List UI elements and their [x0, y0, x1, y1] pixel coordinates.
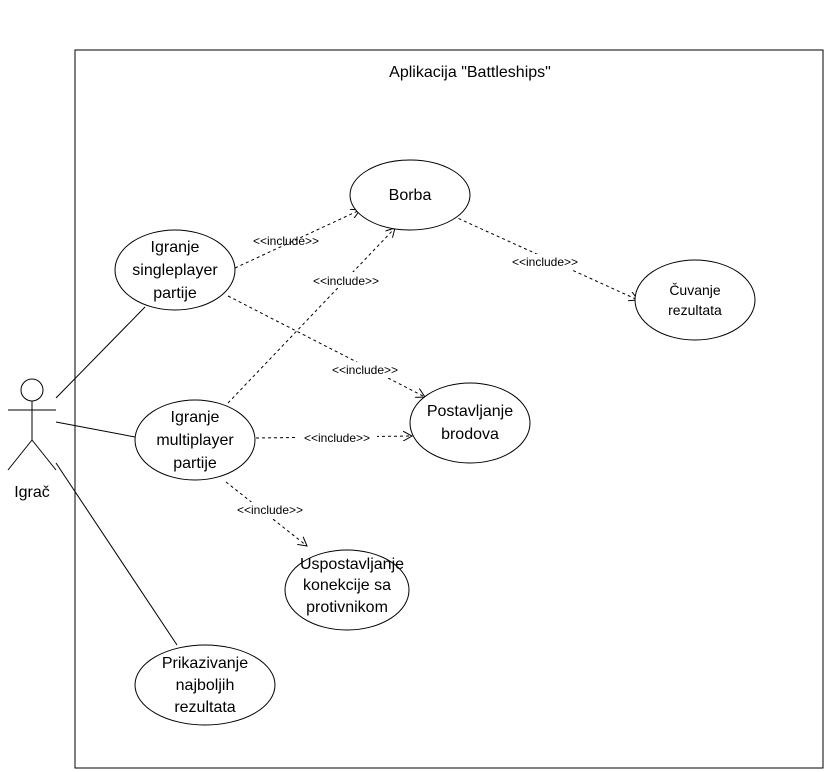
use-case-label-line: Igranje — [171, 409, 220, 426]
actor-igrac: Igrač — [7, 378, 57, 501]
association-prikazivanje — [55, 462, 178, 646]
use-case-label-line: Postavljanje — [427, 403, 513, 420]
association-multiplayer — [55, 421, 136, 438]
include-label: <<include>> — [313, 274, 379, 288]
include-multi-postavljanje: <<include>> — [255, 430, 412, 446]
use-case-borba: Borba — [349, 159, 471, 231]
use-case-singleplayer: Igranje singleplayer partije — [114, 229, 236, 311]
use-case-uspostavljanje: Uspostavljanje konekcije sa protivnikom — [284, 549, 410, 631]
include-multi-borba: <<include>> — [227, 228, 395, 404]
include-label-bg — [505, 254, 585, 270]
actor-head — [20, 378, 44, 402]
use-case-label-line: multiplayer — [156, 432, 234, 449]
system-title: Aplikacija "Battleships" — [389, 64, 551, 81]
use-case-cuvanje: Čuvanje rezultata — [634, 259, 756, 341]
use-case-label-line: Uspostavljanje — [300, 556, 404, 573]
include-label-bg — [297, 430, 377, 446]
use-case-label-line: protivnikom — [306, 599, 388, 616]
use-case-label-line: rezultata — [668, 302, 722, 318]
include-single-borba: <<include>> — [234, 210, 360, 269]
use-case-label-line: partije — [173, 455, 217, 472]
include-arrow — [234, 210, 360, 269]
include-arrow — [227, 295, 425, 397]
use-case-label-line: brodova — [441, 426, 499, 443]
association-singleplayer — [55, 306, 146, 399]
use-case-label-line: Prikazivanje — [162, 655, 248, 672]
use-case-postavljanje: Postavljanje brodova — [409, 382, 531, 464]
include-arrow — [227, 228, 395, 404]
include-label-bg — [306, 272, 386, 288]
include-label: <<include>> — [512, 255, 578, 269]
use-case-shape — [134, 644, 276, 726]
use-case-prikazivanje: Prikazivanje najboljih rezultata — [134, 644, 276, 726]
include-label-bg — [230, 502, 310, 518]
use-case-label-line: najboljih — [176, 677, 235, 694]
use-case-label-line: Čuvanje — [669, 282, 721, 298]
use-case-shape — [349, 159, 471, 231]
use-case-label-line: Borba — [389, 187, 432, 204]
use-case-label-line: konekcije sa — [303, 577, 391, 594]
actor-left-leg — [7, 439, 33, 471]
include-multi-uspostavljanje: <<include>> — [225, 481, 310, 546]
actor-label: Igrač — [14, 484, 50, 501]
use-case-shape — [634, 259, 756, 341]
include-label: <<include>> — [304, 431, 370, 445]
include-single-postavljanje: <<include>> — [227, 295, 425, 397]
use-case-multiplayer: Igranje multiplayer partije — [134, 399, 256, 481]
use-case-shape — [284, 549, 410, 631]
actor-right-leg — [31, 439, 57, 471]
use-case-label-line: rezultata — [174, 699, 235, 716]
include-label-bg — [325, 362, 405, 378]
use-case-label-line: partije — [153, 285, 197, 302]
include-label: <<include>> — [237, 503, 303, 517]
use-case-label-line: Igranje — [151, 239, 200, 256]
use-case-label-line: singleplayer — [132, 262, 218, 279]
use-case-shape — [114, 229, 236, 311]
include-arrow — [452, 215, 638, 300]
include-borba-cuvanje: <<include>> — [452, 215, 638, 300]
include-label: <<include>> — [332, 363, 398, 377]
include-arrow — [225, 481, 307, 546]
use-case-shape — [409, 382, 531, 464]
use-case-shape — [134, 399, 256, 481]
include-label: <<include>> — [253, 234, 319, 248]
